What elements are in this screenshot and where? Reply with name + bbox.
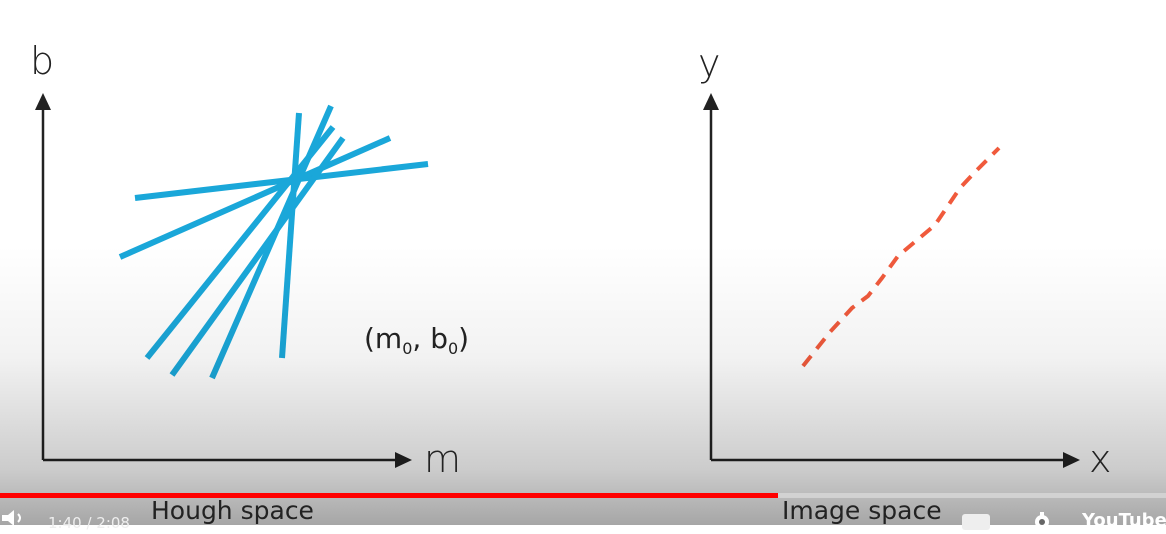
image-x-arrow-icon [1063,452,1080,468]
hough-m-label: m [424,437,462,481]
hough-line [134,161,429,201]
hough-line [279,112,302,359]
point-label-sub-b: 0 [447,339,459,358]
hough-lines [118,104,429,380]
hough-b-arrow-icon [35,93,51,110]
gear-icon [1035,512,1049,529]
progress-bar[interactable] [0,493,1166,498]
point-label-close: ) [458,322,470,355]
subtitles-button[interactable] [962,514,990,530]
settings-button[interactable] [1028,510,1056,530]
point-label-mid: , b [412,322,448,355]
hough-line [209,104,334,380]
progress-bar-played [0,493,778,498]
hough-line [169,136,346,377]
point-label-open: (m [364,322,403,355]
intersection-point-label: (m0, b0) [364,325,469,357]
hough-space-caption: Hough space [151,496,314,525]
image-axes [709,105,1068,462]
volume-button[interactable] [0,508,30,528]
time-display: 1:40 / 2:08 [48,514,130,532]
image-y-label: y [698,41,721,85]
image-x-label: x [1089,437,1112,481]
image-y-arrow-icon [703,93,719,110]
volume-icon [2,510,21,526]
hough-m-arrow-icon [395,452,412,468]
hough-line [118,135,392,260]
point-label-sub-m: 0 [402,339,413,358]
hough-axes [41,105,400,462]
image-space-caption: Image space [782,496,942,525]
youtube-logo[interactable]: YouTube [1082,510,1166,531]
image-dashed-line [801,146,1001,368]
hough-b-label: b [30,39,55,83]
